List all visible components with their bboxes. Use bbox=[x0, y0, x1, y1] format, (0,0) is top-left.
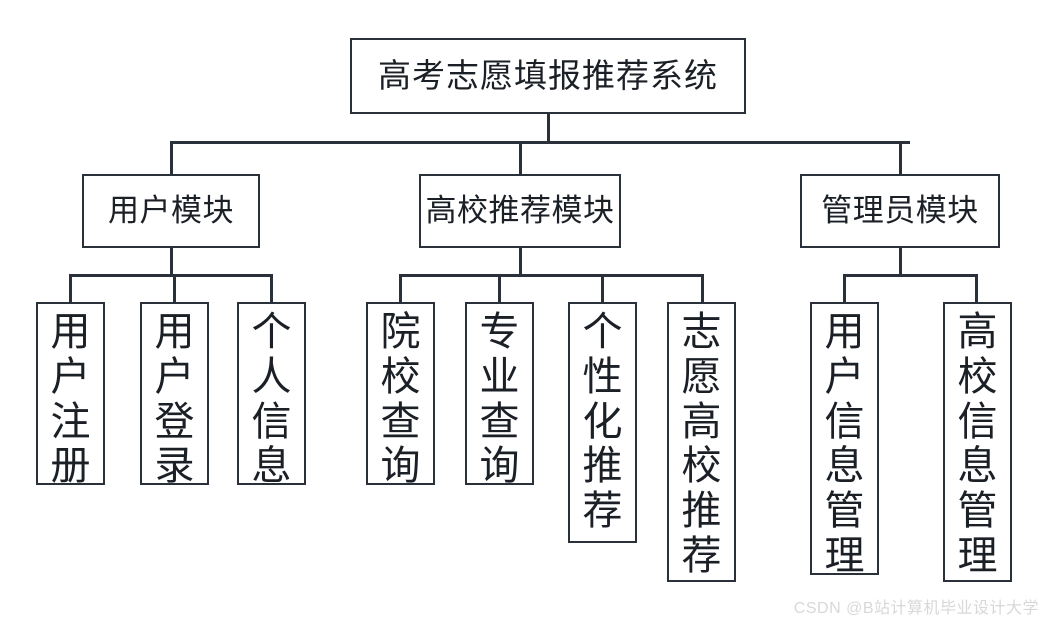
node-leaf-user-info-management-label: 用 户 信 息 管 理 bbox=[824, 310, 865, 578]
watermark-text: CSDN @B站计算机毕业设计大学 bbox=[793, 600, 1039, 617]
connector-root-stem bbox=[547, 114, 550, 144]
node-leaf-user-login[interactable]: 用 户 登 录 bbox=[140, 302, 209, 488]
connector-leaf-personal-info bbox=[270, 274, 273, 304]
connector-bus-to-user bbox=[170, 141, 173, 175]
connector-main-bus bbox=[170, 141, 910, 144]
node-module-admin[interactable]: 管理员模块 bbox=[800, 174, 1000, 248]
node-root-system[interactable]: 高考志愿填报推荐系统 bbox=[350, 38, 746, 114]
node-module-user-label: 用户模块 bbox=[108, 193, 234, 229]
connector-leaf-college-info-mgmt bbox=[975, 274, 978, 304]
node-leaf-user-register[interactable]: 用 户 注 册 bbox=[36, 302, 105, 488]
node-module-college-recommendation[interactable]: 高校推荐模块 bbox=[419, 174, 621, 248]
connector-leaf-user-login bbox=[173, 274, 176, 304]
node-leaf-major-query[interactable]: 专 业 查 询 bbox=[465, 302, 534, 488]
node-leaf-college-info-management-label: 高 校 信 息 管 理 bbox=[957, 310, 998, 578]
node-leaf-personalized-recommendation[interactable]: 个 性 化 推 荐 bbox=[568, 302, 637, 543]
node-leaf-user-login-label: 用 户 登 录 bbox=[154, 310, 195, 489]
connector-leaf-user-info-mgmt bbox=[843, 274, 846, 304]
connector-leaf-college-query bbox=[399, 274, 402, 304]
connector-admin-group-bus bbox=[843, 274, 977, 277]
connector-bus-to-admin bbox=[899, 141, 902, 175]
node-leaf-college-info-management[interactable]: 高 校 信 息 管 理 bbox=[943, 302, 1012, 582]
connector-leaf-major-query bbox=[498, 274, 501, 304]
node-leaf-major-query-label: 专 业 查 询 bbox=[479, 310, 520, 489]
connector-bus-to-reco bbox=[519, 141, 522, 175]
node-leaf-personalized-recommendation-label: 个 性 化 推 荐 bbox=[582, 310, 623, 534]
node-leaf-personal-info-label: 个 人 信 息 bbox=[251, 310, 292, 489]
connector-user-group-bus bbox=[69, 274, 273, 277]
node-leaf-college-query[interactable]: 院 校 查 询 bbox=[366, 302, 435, 488]
connector-admin-stem bbox=[899, 248, 902, 276]
connector-leaf-volunteer-reco bbox=[701, 274, 704, 304]
node-module-user[interactable]: 用户模块 bbox=[82, 174, 260, 248]
node-leaf-user-register-label: 用 户 注 册 bbox=[50, 310, 91, 489]
node-leaf-user-info-management[interactable]: 用 户 信 息 管 理 bbox=[810, 302, 879, 578]
connector-reco-group-bus bbox=[399, 274, 703, 277]
node-root-label: 高考志愿填报推荐系统 bbox=[378, 57, 718, 95]
connector-reco-stem bbox=[519, 248, 522, 276]
connector-leaf-personalized-reco bbox=[601, 274, 604, 304]
node-module-college-recommendation-label: 高校推荐模块 bbox=[425, 193, 615, 229]
connector-user-stem bbox=[170, 248, 173, 276]
node-leaf-volunteer-college-recommendation[interactable]: 志 愿 高 校 推 荐 bbox=[667, 302, 736, 582]
node-leaf-college-query-label: 院 校 查 询 bbox=[380, 310, 421, 489]
node-leaf-volunteer-college-recommendation-label: 志 愿 高 校 推 荐 bbox=[681, 310, 722, 578]
node-module-admin-label: 管理员模块 bbox=[821, 193, 979, 229]
connector-leaf-user-register bbox=[69, 274, 72, 304]
node-leaf-personal-info[interactable]: 个 人 信 息 bbox=[237, 302, 306, 488]
